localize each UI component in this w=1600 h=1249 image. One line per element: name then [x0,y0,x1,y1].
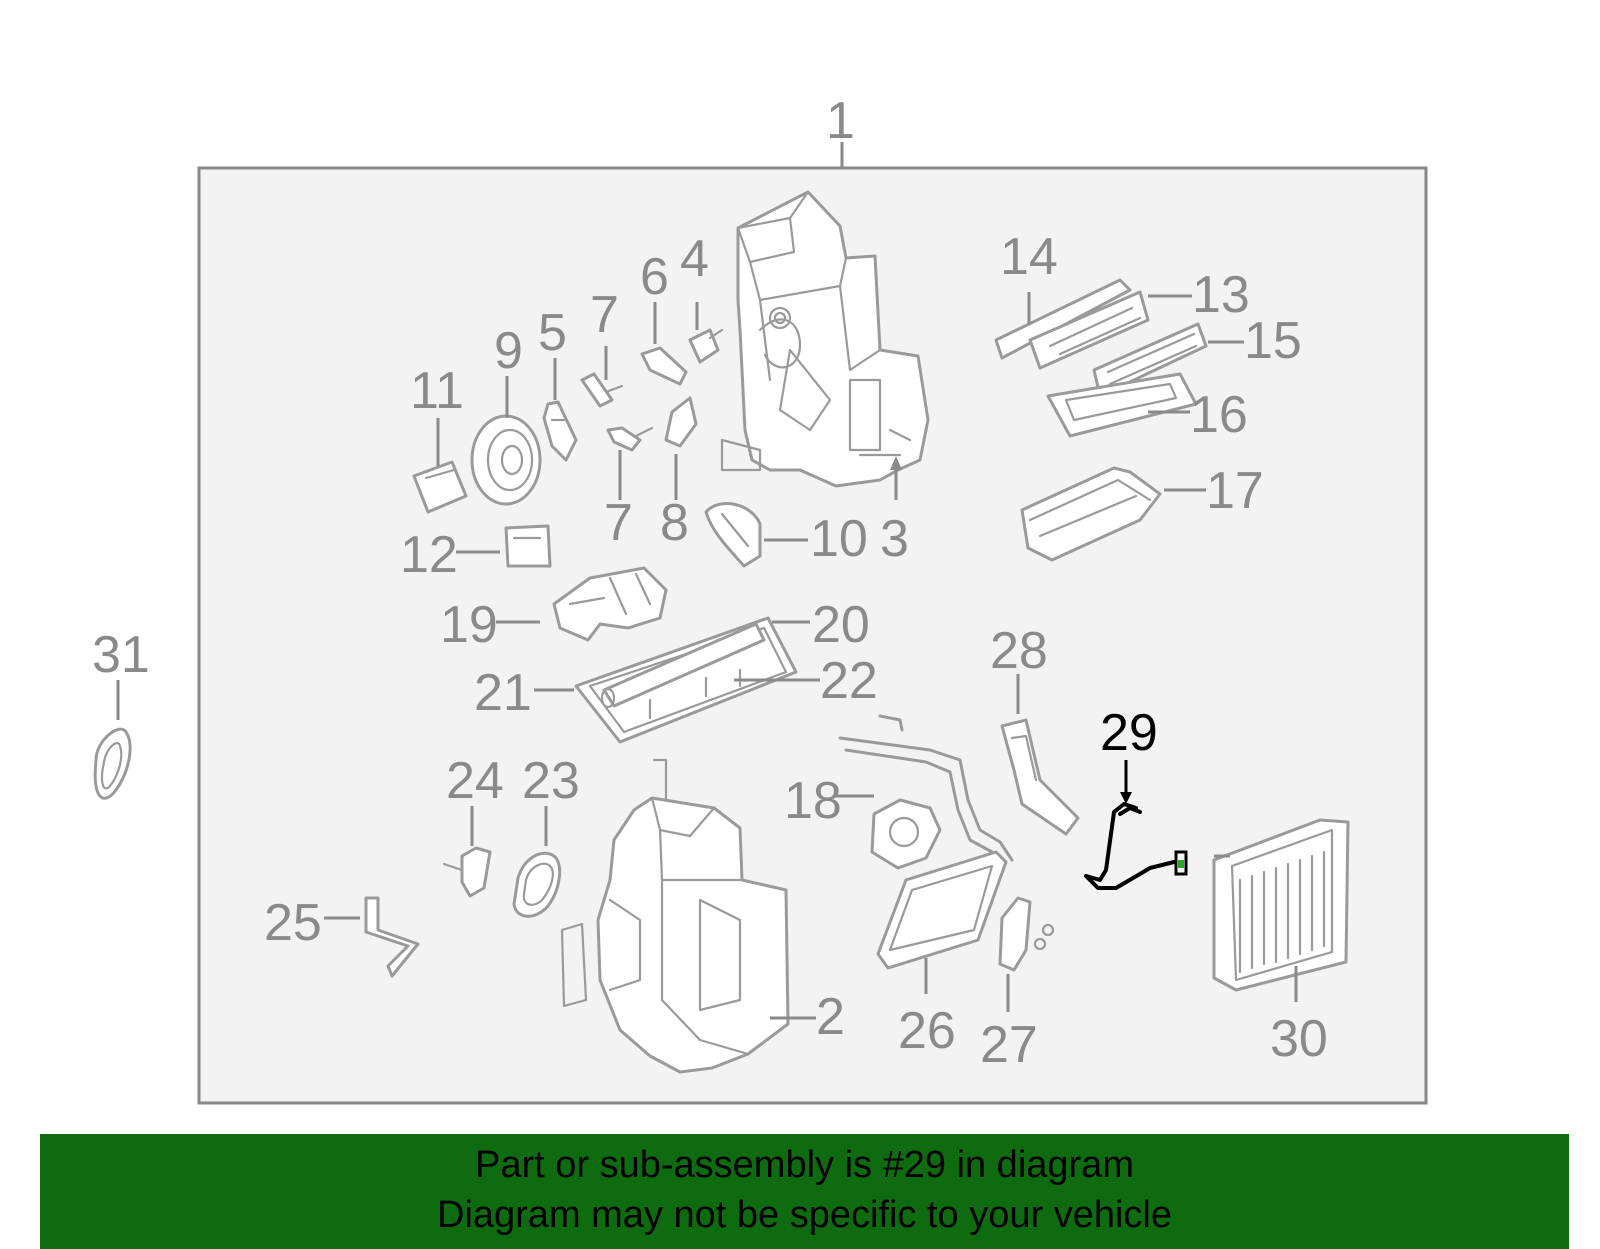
callout-10[interactable]: 10 [810,510,868,568]
part-2-lower-case[interactable] [560,758,790,1074]
callout-27[interactable]: 27 [980,1016,1038,1074]
info-banner: Part or sub-assembly is #29 in diagram D… [40,1134,1569,1249]
callout-8[interactable]: 8 [660,494,689,552]
callout-16[interactable]: 16 [1190,386,1248,444]
callout-2[interactable]: 2 [816,988,845,1046]
callout-29[interactable]: 29 [1100,704,1158,762]
part-28-bracket[interactable] [1000,718,1080,836]
banner-line-2: Diagram may not be specific to your vehi… [437,1194,1172,1236]
part-14-door[interactable] [994,278,1132,360]
callout-28[interactable]: 28 [990,622,1048,680]
callout-9[interactable]: 9 [494,322,523,380]
part-18-valve[interactable] [870,798,942,870]
callout-3[interactable]: 3 [880,510,909,568]
part-31-seal[interactable] [93,727,132,800]
callout-5[interactable]: 5 [538,304,567,362]
callout-12[interactable]: 12 [400,526,458,584]
part-20-roller[interactable] [600,622,766,709]
part-7-lower-arm[interactable] [606,426,654,452]
callout-7-upper[interactable]: 7 [590,286,619,344]
callout-21[interactable]: 21 [474,664,532,722]
callout-14[interactable]: 14 [1000,228,1058,286]
part-23-seal[interactable] [512,851,562,918]
part-16-door[interactable] [1046,372,1198,438]
part-4-lever[interactable] [688,328,724,364]
part-3-upper-case[interactable] [720,190,930,488]
part-10-duct[interactable] [704,502,762,568]
part-6-link[interactable] [640,346,688,386]
part-27-bracket[interactable] [998,896,1055,972]
part-29-hose-assembly[interactable] [1084,802,1188,890]
callout-22[interactable]: 22 [820,652,878,710]
part-8-link[interactable] [664,396,698,448]
callout-7-lower[interactable]: 7 [604,494,633,552]
part-30-evaporator[interactable] [1212,818,1350,992]
callout-11[interactable]: 11 [410,362,464,420]
part-19-duct[interactable] [552,566,668,642]
part-7-upper-arm[interactable] [580,372,624,408]
callout-23[interactable]: 23 [522,752,580,810]
part-11-resistor[interactable] [412,460,468,514]
part-5-bracket[interactable] [542,400,578,462]
callout-13[interactable]: 13 [1192,266,1250,324]
part-12-actuator[interactable] [504,524,552,568]
callout-30[interactable]: 30 [1270,1010,1328,1068]
callout-1[interactable]: 1 [826,92,855,150]
callout-15[interactable]: 15 [1244,312,1302,370]
part-26-heater-core[interactable] [838,714,1014,970]
part-9-blower-wheel[interactable] [470,414,542,506]
callout-20[interactable]: 20 [812,596,870,654]
callout-6[interactable]: 6 [640,248,669,306]
leader-29-arrow [1120,792,1132,804]
callout-26[interactable]: 26 [898,1002,956,1060]
callout-31[interactable]: 31 [92,626,150,684]
callout-18[interactable]: 18 [784,772,842,830]
part-13-door[interactable] [1028,290,1150,370]
banner-line-1: Part or sub-assembly is #29 in diagram [475,1144,1134,1186]
leader-3-arrow [890,456,902,470]
callout-4[interactable]: 4 [680,230,709,288]
callout-25[interactable]: 25 [264,894,322,952]
part-25-sensor[interactable] [364,896,420,978]
part-17-cover[interactable] [1020,466,1162,562]
callout-17[interactable]: 17 [1206,462,1264,520]
part-24-knob[interactable] [442,846,492,898]
callout-19[interactable]: 19 [440,596,498,654]
callout-24[interactable]: 24 [446,752,504,810]
